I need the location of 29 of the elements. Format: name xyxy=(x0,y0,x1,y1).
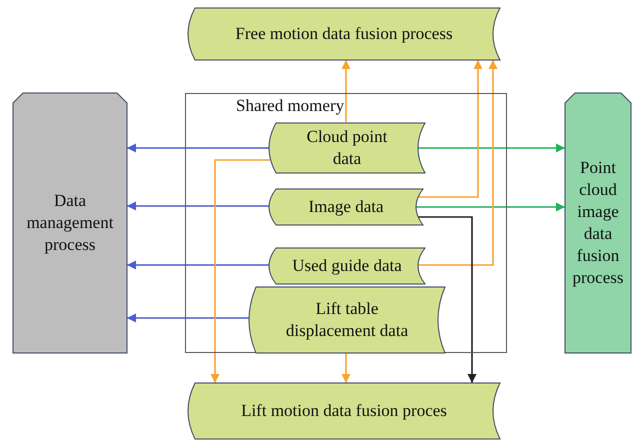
node-label: Free motion data fusion process xyxy=(234,23,454,45)
arrow xyxy=(210,159,270,383)
process-shape xyxy=(565,93,631,353)
arrow xyxy=(127,260,270,270)
arrow xyxy=(418,60,498,266)
node-label: Cloud point data xyxy=(306,126,388,170)
arrow xyxy=(418,144,565,152)
node-label: Lift motion data fusion proces xyxy=(240,400,448,422)
node-label: Used guide data xyxy=(291,255,403,277)
arrow xyxy=(127,202,270,210)
container-box xyxy=(185,93,507,353)
data-store-shape xyxy=(269,123,425,173)
data-store-shape xyxy=(188,383,500,439)
arrow xyxy=(416,202,565,212)
arrow xyxy=(342,60,350,122)
node-label: Point cloud image data fusion process xyxy=(572,157,624,289)
arrow xyxy=(127,314,250,322)
node-label: Image data xyxy=(307,196,385,218)
data-store-shape xyxy=(188,8,500,60)
node-label: Data management process xyxy=(26,190,114,256)
arrow xyxy=(127,144,270,152)
data-store-shape xyxy=(269,189,423,225)
data-store-shape xyxy=(269,248,425,284)
container-title: Shared momery xyxy=(236,96,344,116)
node-label: Lift table displacement data xyxy=(284,298,410,342)
process-shape xyxy=(13,93,127,353)
arrow xyxy=(342,353,350,383)
data-store-shape xyxy=(249,287,445,353)
arrow xyxy=(416,60,482,198)
